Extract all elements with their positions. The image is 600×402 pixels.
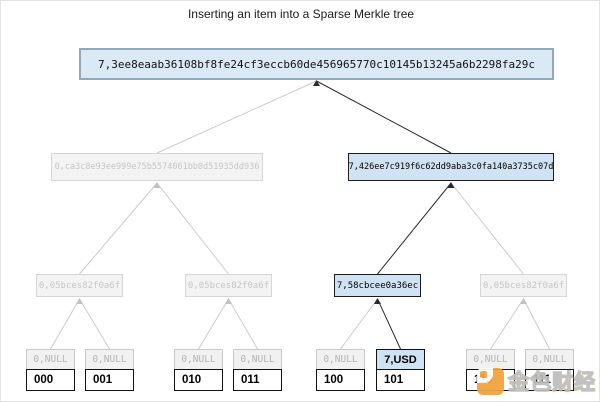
- arrowhead-l3-0: [76, 298, 83, 304]
- leaf-value: 0,NULL: [316, 349, 365, 370]
- leaf-key: 010: [174, 369, 223, 391]
- leaf-010: 0,NULL 010: [174, 349, 223, 391]
- arrowhead-l2-left: [153, 182, 161, 188]
- watermark-text: 金色财经: [507, 369, 596, 394]
- edge-l3-2-leaf-100: [340, 298, 378, 350]
- edge-root-to-left: [156, 80, 317, 154]
- edge-root-to-right: [316, 80, 452, 154]
- leaf-111: 0,NULL 111: [525, 349, 574, 391]
- edge-l3-1-leaf-011: [228, 298, 258, 350]
- leaf-011: 0,NULL 011: [233, 349, 282, 391]
- arrowhead-l3-1: [225, 298, 232, 304]
- leaf-key: 111: [525, 369, 574, 391]
- jinse-logo-icon: [477, 367, 504, 395]
- leaf-100: 0,NULL 100: [316, 349, 365, 391]
- edge-l3-3-leaf-111: [523, 298, 550, 350]
- root-hash-node: 7,3ee8eaab36108bf8fe24cf3eccb60de4569657…: [79, 48, 554, 80]
- diagram-title: Inserting an item into a Sparse Merkle t…: [187, 7, 415, 21]
- edge-l2l-to-l3-0: [79, 182, 158, 275]
- inserted-leaf-value: 7,USD: [376, 349, 425, 370]
- leaf-101-inserted: 7,USD 101: [376, 349, 425, 391]
- jinse-finance-watermark: 金色财经: [477, 366, 596, 396]
- arrowhead-l2-right: [447, 182, 455, 188]
- edge-l3-0-leaf-000: [50, 298, 80, 350]
- edge-l3-2-leaf-101: [377, 298, 401, 350]
- leaf-000: 0,NULL 000: [26, 349, 75, 391]
- arrowhead-l3-2: [374, 298, 381, 304]
- arrowhead-root: [313, 80, 320, 86]
- level2-left-empty-node: 0,ca3c8e93ee999e75b5574061bb0d51935dd936: [51, 153, 263, 181]
- leaf-value: 0,NULL: [85, 349, 134, 370]
- leaf-value: 0,NULL: [233, 349, 282, 370]
- level3-empty-node-0: 0,05bces82f0a6f: [36, 274, 123, 297]
- arrowhead-l3-3: [520, 298, 527, 304]
- level3-empty-node-3: 0,05bces82f0a6f: [480, 274, 567, 297]
- leaf-key: 011: [233, 369, 282, 391]
- level2-right-updated-node: 7,426ee7c919f6c62dd9aba3c0fa140a3735c07d: [348, 153, 554, 181]
- edge-l2r-to-l3-3: [450, 182, 524, 275]
- logo-dot: [480, 370, 487, 378]
- edge-l3-3-leaf-110: [490, 298, 524, 350]
- leaf-value: 0,NULL: [174, 349, 223, 370]
- leaf-value: 0,NULL: [26, 349, 75, 370]
- edge-l3-0-leaf-001: [79, 298, 110, 350]
- leaf-key: 001: [85, 369, 134, 391]
- leaf-key: 100: [316, 369, 365, 391]
- level3-updated-node: 7,58cbcee0a36ec: [334, 274, 421, 297]
- edge-l3-1-leaf-010: [198, 298, 229, 350]
- leaf-001: 0,NULL 001: [85, 349, 134, 391]
- leaf-key: 000: [26, 369, 75, 391]
- edge-l2r-to-l3-2: [377, 182, 452, 275]
- leaf-key: 101: [376, 369, 425, 391]
- level3-empty-node-1: 0,05bces82f0a6f: [185, 274, 272, 297]
- edge-l2l-to-l3-1: [156, 182, 229, 275]
